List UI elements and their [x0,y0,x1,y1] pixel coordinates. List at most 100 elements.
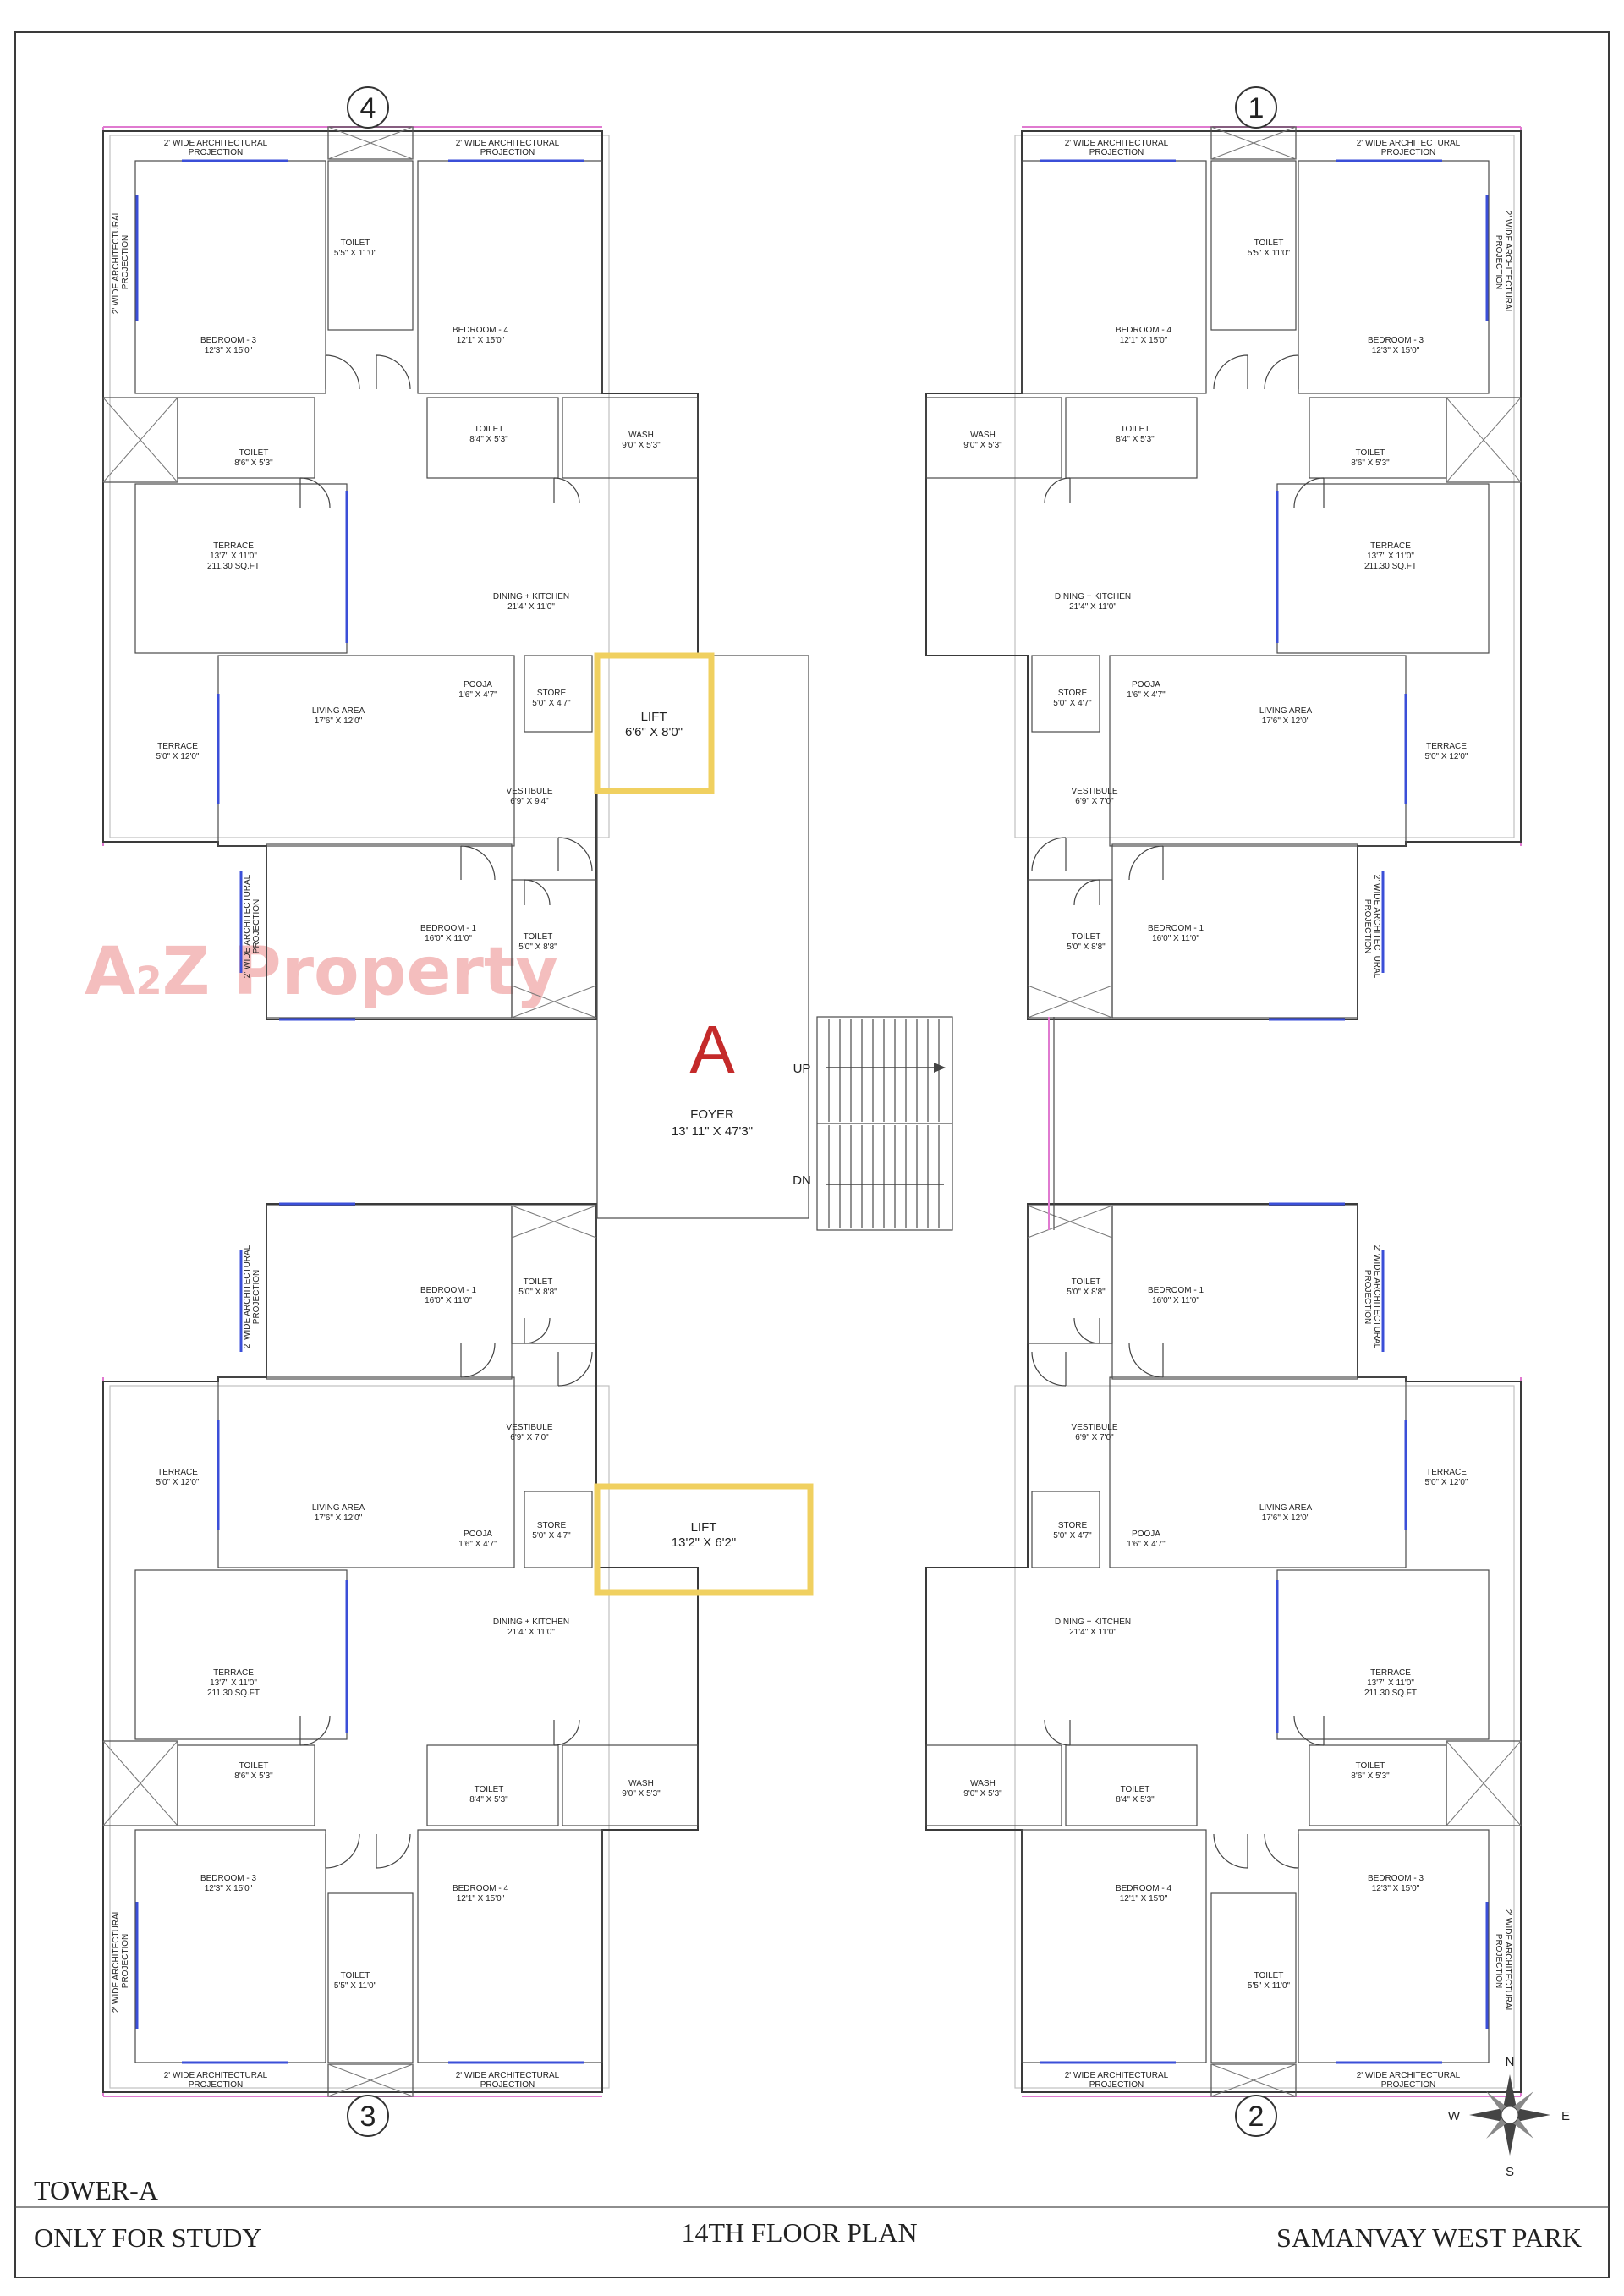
proj-inner-label: PROJECTION [1363,899,1372,953]
bed4-label: 12'1" X 15'0" [1120,336,1168,345]
dining-label: DINING + KITCHEN [493,592,569,601]
vestibule-label: 6'9" X 7'0" [510,1433,549,1442]
store-room [1031,655,1100,733]
toilet-b-label: 8'4" X 5'3" [469,435,508,444]
toilet-b-label: TOILET [475,1785,504,1794]
bed4-label: 12'1" X 15'0" [457,336,505,345]
terrace-small-label: TERRACE [157,1468,198,1477]
terrace-big-label: TERRACE [213,541,254,551]
wash-label: 9'0" X 5'3" [622,441,661,450]
foyer-name: FOYER [690,1107,734,1122]
wash-label: WASH [628,1779,654,1788]
proj-top-b-label: 2' WIDE ARCHITECTURAL [456,139,560,148]
compass-w: W [1448,2109,1461,2123]
toilet-c-label: TOILET [1356,448,1385,458]
lift-top-name: LIFT [641,710,667,724]
toilet-a-label: TOILET [341,1971,370,1980]
toilet-b-room [426,397,559,479]
terrace-big-room [1276,1569,1490,1740]
tower-letter: A [689,1012,735,1087]
foyer-dim: 13' 11" X 47'3" [672,1124,753,1139]
toilet-d-label: TOILET [1072,932,1101,942]
unit-number-circle [347,86,389,129]
store-label: 5'0" X 4'7" [532,699,571,708]
plan-title: 14TH FLOOR PLAN [681,2217,917,2248]
proj-top-b-label: PROJECTION [480,148,535,157]
toilet-b-label: TOILET [1121,1785,1150,1794]
terrace-big-label: TERRACE [1370,1668,1411,1678]
toilet-c-label: 8'6" X 5'3" [234,459,273,468]
toilet-b-room [1065,1744,1198,1826]
proj-side-label: 2' WIDE ARCHITECTURAL [112,1909,121,2013]
bed1-label: BEDROOM - 1 [1148,924,1204,933]
pooja-label: POOJA [1132,680,1160,689]
toilet-d-label: TOILET [524,932,553,942]
proj-top-a-label: 2' WIDE ARCHITECTURAL [164,139,268,148]
wash-label: WASH [970,1779,996,1788]
pooja-label: POOJA [464,680,492,689]
proj-top-a-label: 2' WIDE ARCHITECTURAL [1357,139,1461,148]
bed4-room [1021,1829,1207,2063]
toilet-c-label: 8'6" X 5'3" [1351,459,1390,468]
terrace-big-label: TERRACE [213,1668,254,1678]
terrace-small-label: TERRACE [157,742,198,751]
living-label: LIVING AREA [1259,1503,1313,1513]
unit-number-circle [347,2095,389,2137]
shaft-a [1446,1740,1522,1826]
wash-label: WASH [628,431,654,440]
pooja-label: 1'6" X 4'7" [458,1540,497,1549]
proj-top-b-label: 2' WIDE ARCHITECTURAL [1065,2071,1169,2080]
store-label: STORE [537,689,567,698]
proj-top-b-label: PROJECTION [1089,2080,1144,2090]
wash-room [925,1744,1062,1826]
terrace-small-label: TERRACE [1426,742,1467,751]
toilet-a-label: TOILET [1254,1971,1284,1980]
stair-down-label: DN [793,1173,811,1188]
toilet-b-label: 8'4" X 5'3" [1116,1795,1155,1804]
bed4-room [417,1829,603,2063]
toilet-b-room [426,1744,559,1826]
vestibule-label: VESTIBULE [1071,787,1117,796]
vestibule-label: 6'9" X 7'0" [1075,797,1114,806]
dining-label: DINING + KITCHEN [1055,592,1131,601]
store-label: STORE [1058,689,1088,698]
toilet-d-label: TOILET [524,1277,553,1287]
living-label: 17'6" X 12'0" [315,717,363,726]
compass-n: N [1506,2055,1515,2069]
staircase [816,1016,1055,1231]
proj-side-label: 2' WIDE ARCHITECTURAL [1503,211,1512,315]
proj-top-a-label: PROJECTION [1381,2080,1435,2090]
bed4-label: BEDROOM - 4 [1116,326,1172,335]
proj-side-label: 2' WIDE ARCHITECTURAL [1503,1909,1512,2013]
central-core: LIFT 6'6" X 8'0" LIFT 13'2" X 6'2" A FOY… [594,652,1055,1596]
bed1-label: 16'0" X 11'0" [1152,1296,1199,1305]
stair-up-label: UP [793,1062,811,1076]
toilet-d-label: 5'0" X 8'8" [518,1288,557,1297]
dining-label: DINING + KITCHEN [1055,1618,1131,1627]
toilet-d-room [511,879,597,1019]
terrace-big-label: 211.30 SQ.FT [207,1689,260,1698]
vestibule-label: VESTIBULE [506,787,552,796]
proj-inner-label: PROJECTION [1363,1270,1372,1324]
wash-room [562,397,699,479]
toilet-a-label: TOILET [341,239,370,248]
bed4-label: BEDROOM - 4 [1116,1884,1172,1893]
sheet-border [14,31,1610,2278]
bed3-room [134,1829,326,2063]
bed1-label: 16'0" X 11'0" [1152,934,1199,943]
terrace-big-label: 211.30 SQ.FT [1364,1689,1417,1698]
toilet-b-label: 8'4" X 5'3" [469,1795,508,1804]
vestibule-label: VESTIBULE [506,1423,552,1432]
bed3-label: 12'3" X 15'0" [205,346,253,355]
bed3-label: 12'3" X 15'0" [1372,1884,1420,1893]
proj-side-label: PROJECTION [121,1934,130,1988]
toilet-d-room [1027,879,1113,1019]
bed3-label: 12'3" X 15'0" [1372,346,1420,355]
dining-label: 21'4" X 11'0" [1069,1628,1116,1637]
toilet-d-room [511,1205,597,1344]
proj-side-label: PROJECTION [1494,235,1503,289]
svg-text:A2Z Property: A2Z Property [85,934,558,1010]
toilet-a-label: 5'5" X 11'0" [334,1981,377,1991]
